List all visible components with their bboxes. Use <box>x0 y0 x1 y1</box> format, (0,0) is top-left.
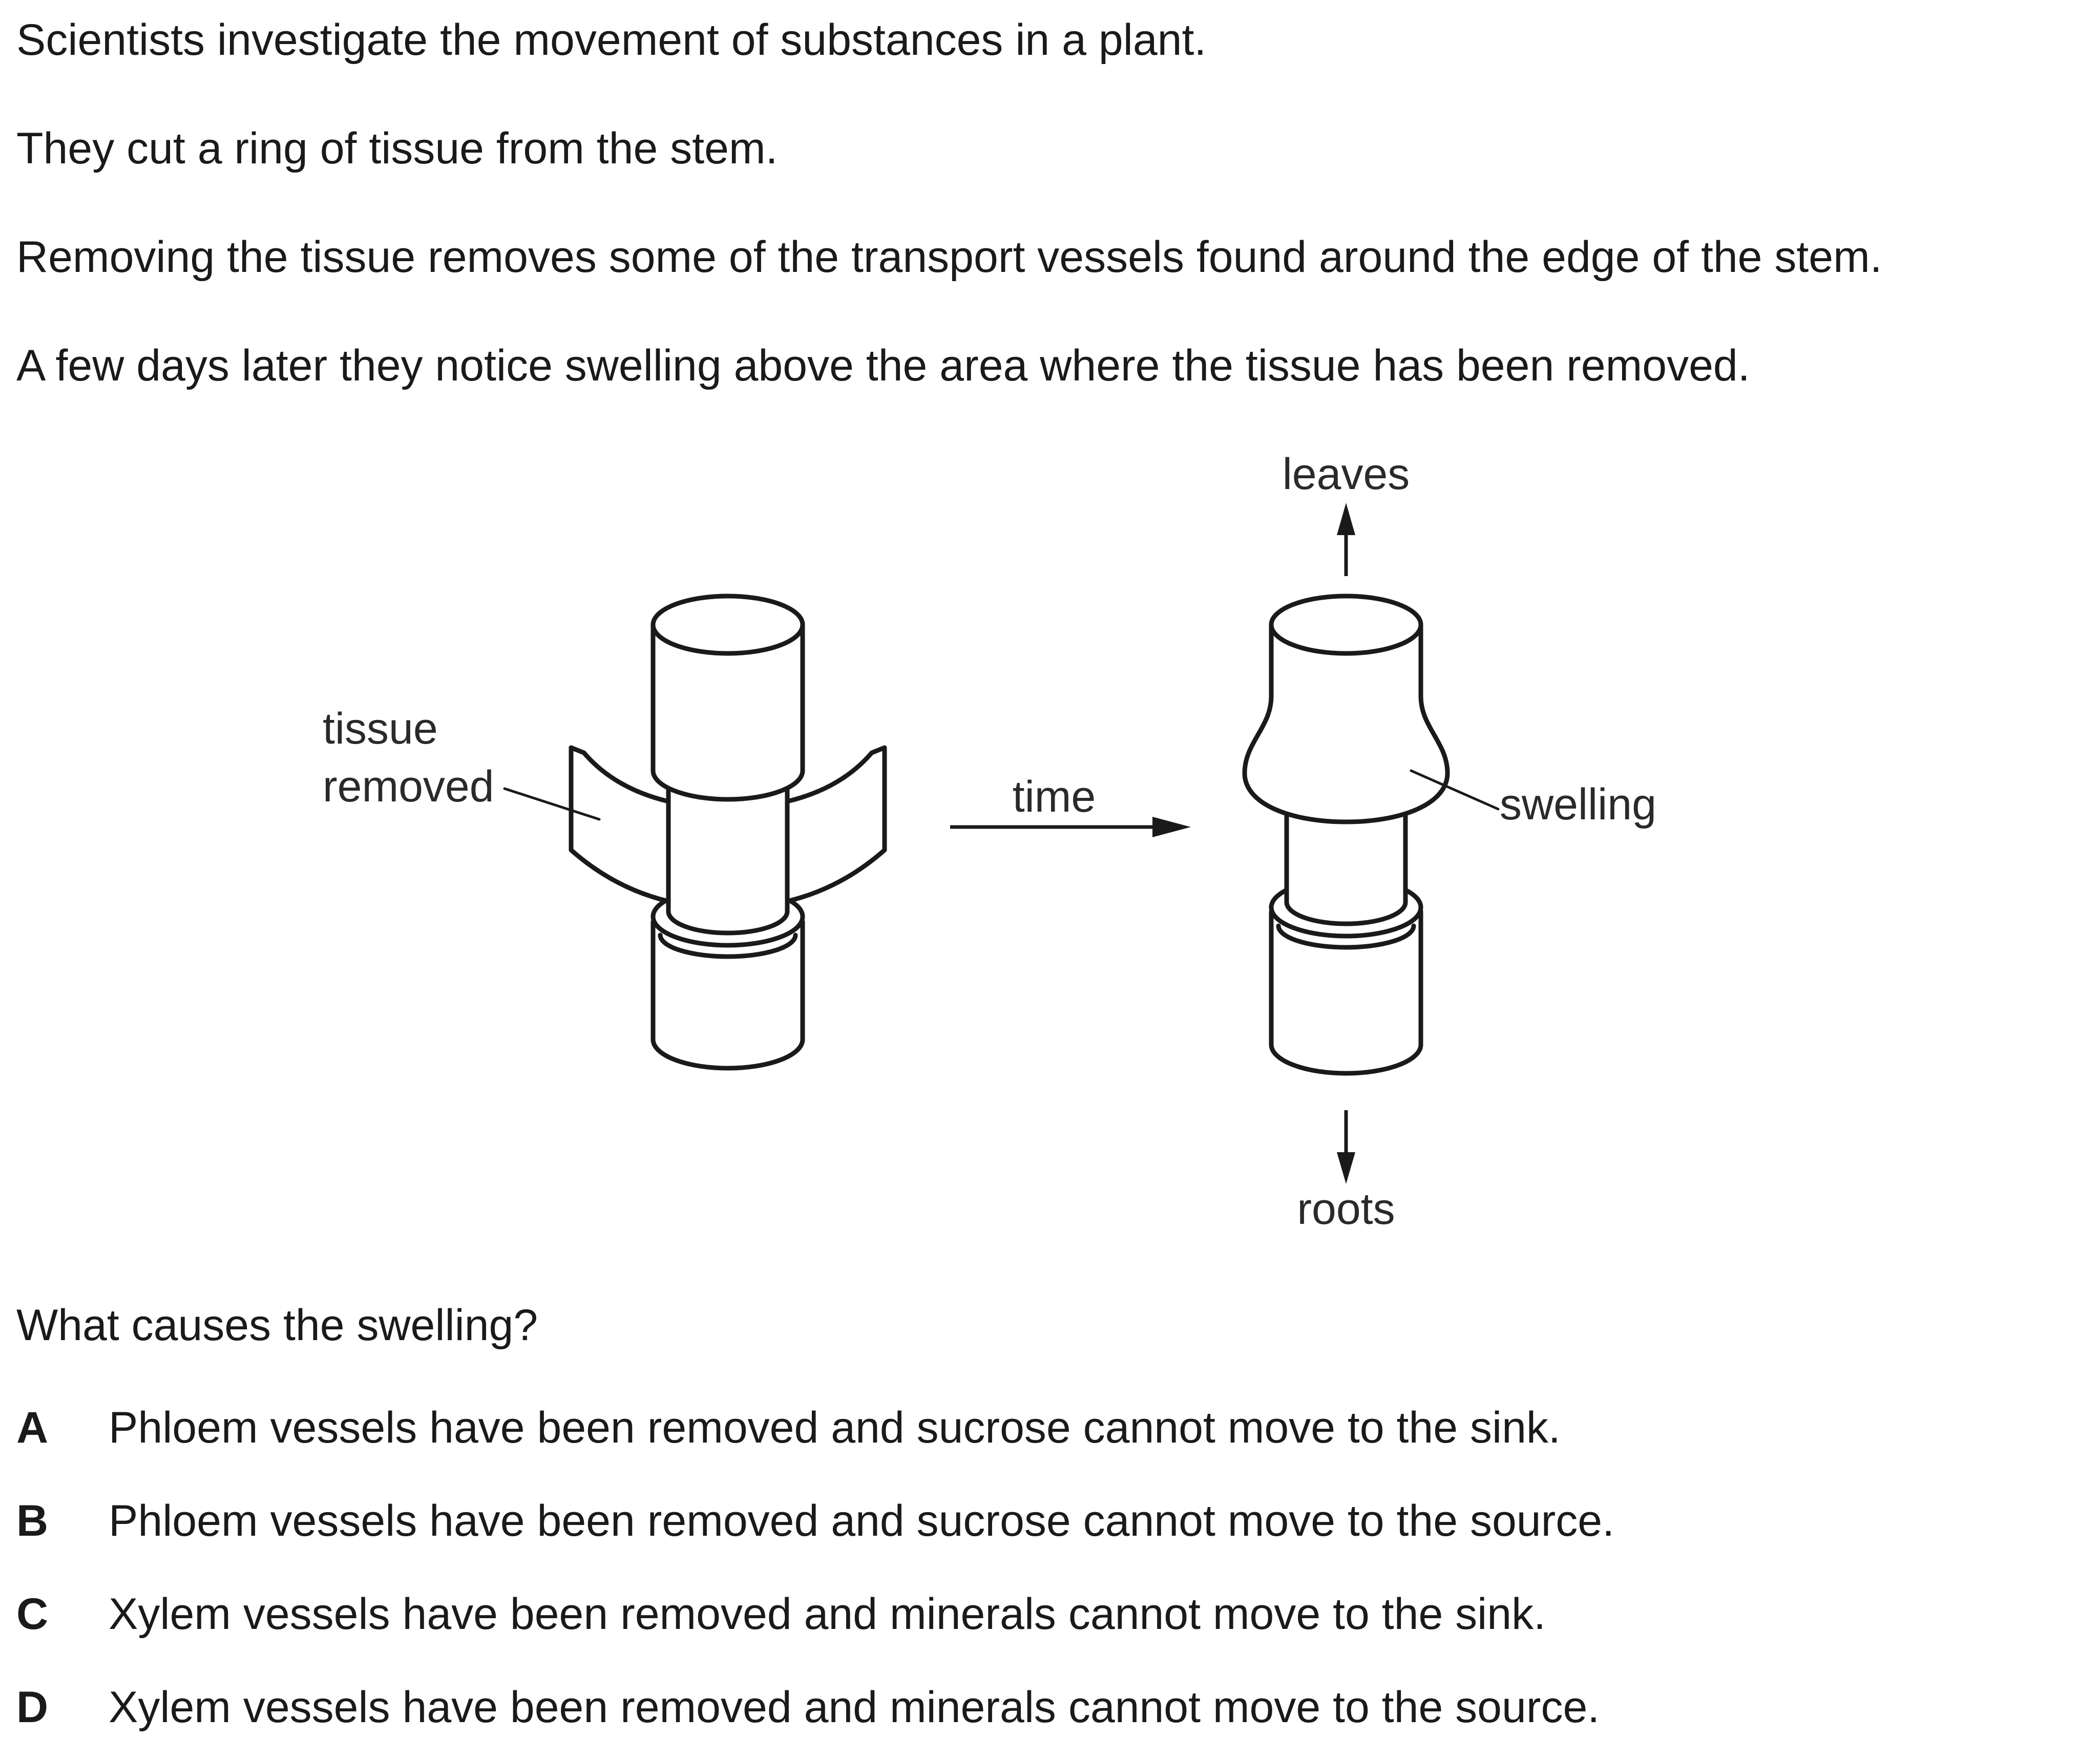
time-arrow <box>950 817 1191 837</box>
option-d[interactable]: D Xylem vessels have been removed and min… <box>16 1682 1600 1733</box>
intro-sentence-3: Removing the tissue removes some of the … <box>16 232 1882 282</box>
option-a[interactable]: A Phloem vessels have been removed and su… <box>16 1402 1561 1453</box>
swelling-leader-line <box>1410 769 1500 811</box>
option-b[interactable]: B Phloem vessels have been removed and su… <box>16 1495 1614 1546</box>
option-letter: C <box>16 1589 49 1639</box>
option-letter: B <box>16 1496 49 1545</box>
option-text: Phloem vessels have been removed and suc… <box>109 1403 1561 1452</box>
label-removed: removed <box>323 762 494 811</box>
label-swelling: swelling <box>1500 780 1656 829</box>
label-roots: roots <box>1297 1184 1395 1234</box>
label-time: time <box>1013 772 1096 821</box>
left-stem-upper-section <box>650 594 805 802</box>
intro-sentence-4: A few days later they notice swelling ab… <box>16 341 1750 390</box>
option-text: Xylem vessels have been removed and mine… <box>109 1683 1600 1732</box>
option-letter: D <box>16 1683 49 1732</box>
option-c[interactable]: C Xylem vessels have been removed and min… <box>16 1588 1546 1640</box>
tissue-removed-leader-line <box>503 787 601 821</box>
arrow-to-leaves <box>1337 503 1355 576</box>
option-text: Xylem vessels have been removed and mine… <box>109 1589 1546 1639</box>
label-leaves: leaves <box>1283 450 1410 499</box>
option-text: Phloem vessels have been removed and suc… <box>109 1496 1614 1545</box>
label-tissue: tissue <box>323 704 438 753</box>
intro-sentence-1: Scientists investigate the movement of s… <box>16 15 1207 65</box>
question-stem: What causes the swelling? <box>16 1301 538 1350</box>
removed-tissue-piece-left <box>569 745 671 904</box>
intro-sentence-2: They cut a ring of tissue from the stem. <box>16 124 778 173</box>
removed-tissue-piece-right <box>785 745 887 904</box>
right-stem-swollen-section <box>1242 594 1450 824</box>
option-letter: A <box>16 1403 49 1452</box>
stem-ringing-diagram: tissue removed time leaves roots swellin… <box>323 450 1656 1234</box>
arrow-to-roots <box>1337 1110 1355 1184</box>
right-stem-exposed-core <box>1284 807 1408 926</box>
left-stem-exposed-core <box>666 781 790 936</box>
